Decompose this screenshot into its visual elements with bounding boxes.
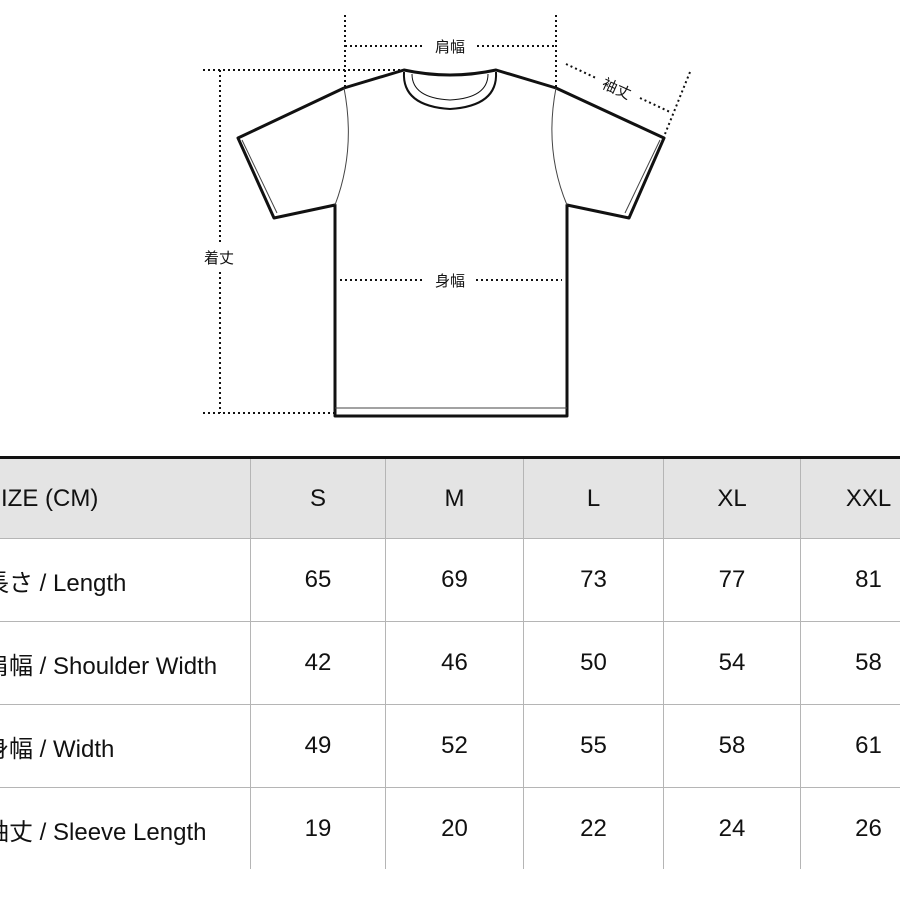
table-row: 長さ / Length 65 69 73 77 81 [0, 538, 900, 622]
sleeve-measure-line-2 [639, 97, 671, 113]
right-sleeve-hem [624, 139, 661, 214]
table-cell: 52 [385, 704, 524, 788]
tshirt-diagram-svg: 肩幅 袖丈 着丈 身幅 [203, 15, 691, 418]
tshirt-collar [402, 71, 498, 111]
row-label: 長さ / Length [0, 538, 251, 622]
sleeve-tick-end [664, 71, 691, 135]
header-size-xl: XL [663, 457, 801, 539]
left-armhole-seam [334, 87, 349, 206]
tshirt-collar-inner [411, 73, 489, 101]
table-row: 肩幅 / Shoulder Width 42 46 50 54 58 [0, 621, 900, 705]
table-cell: 24 [663, 787, 801, 869]
row-label: 袖丈 / Sleeve Length [0, 787, 251, 869]
right-armhole-seam [551, 87, 568, 206]
table-cell: 20 [385, 787, 524, 869]
header-size-m: M [385, 457, 524, 539]
sleeve-label: 袖丈 [599, 75, 634, 104]
size-table: SIZE (CM) S M L XL XXL 長さ / Length 65 69… [0, 456, 900, 869]
table-row: 袖丈 / Sleeve Length 19 20 22 24 26 [0, 787, 900, 869]
table-cell: 81 [800, 538, 900, 622]
header-size-s: S [250, 457, 386, 539]
tshirt-outline [236, 68, 666, 418]
table-row: 身幅 / Width 49 52 55 58 61 [0, 704, 900, 788]
tshirt-diagram: 肩幅 袖丈 着丈 身幅 [0, 0, 900, 440]
table-cell: 61 [800, 704, 900, 788]
table-cell: 46 [385, 621, 524, 705]
body-label: 身幅 [435, 272, 465, 290]
table-cell: 77 [663, 538, 801, 622]
table-cell: 19 [250, 787, 386, 869]
table-cell: 73 [523, 538, 664, 622]
table-cell: 58 [663, 704, 801, 788]
header-size-l: L [523, 457, 664, 539]
size-table-wrap: SIZE (CM) S M L XL XXL 長さ / Length 65 69… [0, 456, 900, 869]
length-label: 着丈 [204, 249, 234, 267]
table-cell: 49 [250, 704, 386, 788]
size-table-header-row: SIZE (CM) S M L XL XXL [0, 457, 900, 539]
table-cell: 22 [523, 787, 664, 869]
row-label: 身幅 / Width [0, 704, 251, 788]
table-cell: 42 [250, 621, 386, 705]
table-cell: 26 [800, 787, 900, 869]
shoulder-label: 肩幅 [435, 38, 465, 56]
header-size-xxl: XXL [800, 457, 900, 539]
table-cell: 58 [800, 621, 900, 705]
row-label: 肩幅 / Shoulder Width [0, 621, 251, 705]
sleeve-measure-line [565, 63, 597, 79]
table-cell: 54 [663, 621, 801, 705]
table-cell: 69 [385, 538, 524, 622]
left-sleeve-hem [241, 139, 278, 214]
table-cell: 50 [523, 621, 664, 705]
table-cell: 55 [523, 704, 664, 788]
table-cell: 65 [250, 538, 386, 622]
header-size-unit: SIZE (CM) [0, 457, 251, 539]
